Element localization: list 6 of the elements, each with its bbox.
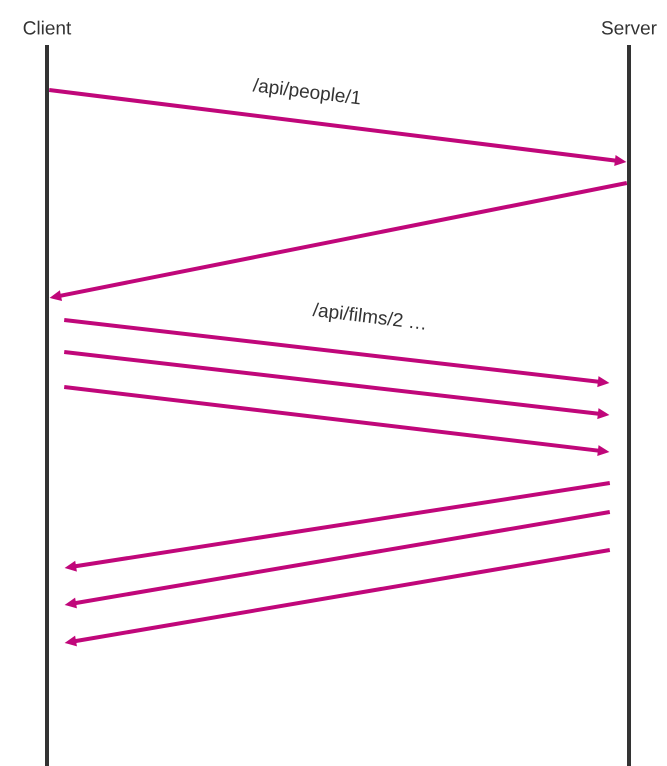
node-label: Server: [602, 21, 657, 35]
edge-label: /api/people/1: [252, 78, 360, 104]
node-label: Client: [24, 20, 72, 35]
lifeline: Client: [24, 20, 72, 766]
lifeline: Server: [602, 21, 657, 766]
edge-label: /api/films/2 …: [312, 302, 424, 330]
